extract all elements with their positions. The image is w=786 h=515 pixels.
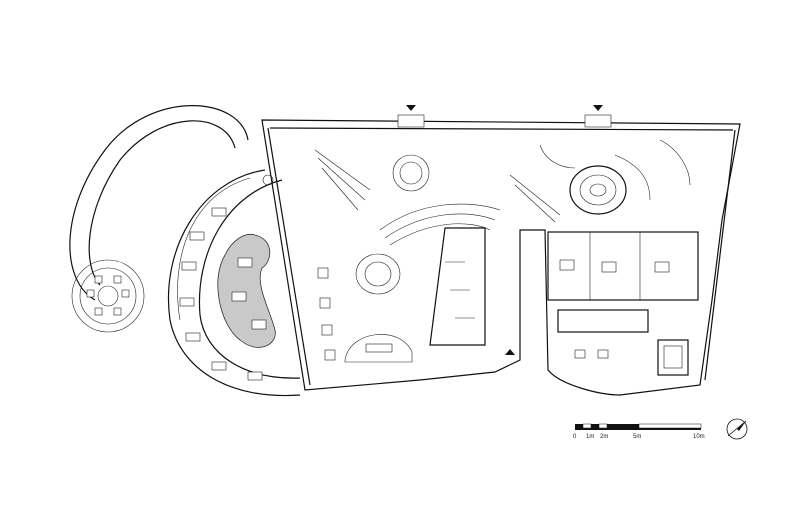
curved-benches bbox=[509, 139, 691, 223]
north-arrow-icon bbox=[726, 418, 748, 440]
scale-label-10m: 10m bbox=[693, 434, 705, 440]
entrance-arrow-icon bbox=[593, 105, 603, 111]
lower-rooms bbox=[574, 339, 689, 376]
scale-label-0: 0 bbox=[573, 434, 577, 440]
office-block bbox=[547, 231, 699, 333]
outdoor-deck bbox=[168, 169, 301, 397]
deck-tables bbox=[179, 207, 263, 381]
top-entrances bbox=[397, 105, 612, 355]
service-rooms bbox=[429, 227, 486, 346]
main-building bbox=[261, 119, 741, 396]
round-bar bbox=[392, 154, 430, 192]
spiral-stair bbox=[569, 165, 627, 215]
scale-label-2m: 2m bbox=[600, 434, 609, 440]
scale-bar bbox=[575, 423, 702, 430]
entrance-arrow-icon bbox=[406, 105, 416, 111]
entrance-arrow-icon bbox=[505, 349, 515, 355]
terrace-ribbon bbox=[69, 105, 249, 333]
grey-island bbox=[217, 233, 276, 348]
bleacher-seating-left bbox=[314, 149, 501, 246]
scale-label-1m: 1m bbox=[586, 434, 595, 440]
cafe-tables bbox=[317, 253, 413, 363]
scale-label-5m: 5m bbox=[633, 434, 642, 440]
round-dining-table bbox=[86, 275, 130, 316]
